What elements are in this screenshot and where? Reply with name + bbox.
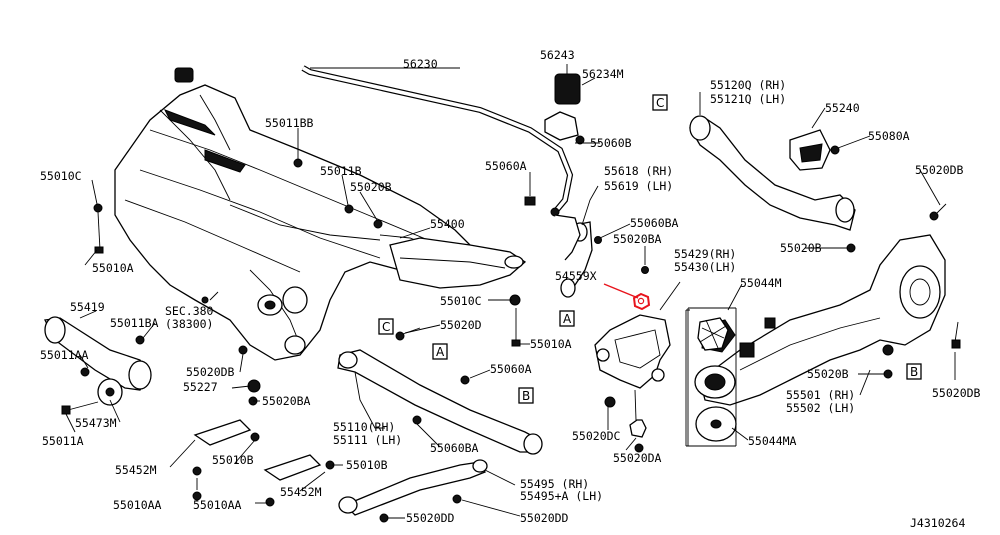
label-55020da: 55020DA [613,451,662,465]
label-56234m: 56234M [582,67,624,81]
ref-box-b-low [518,387,534,404]
label-55080a: 55080A [868,129,910,143]
label-55502: 55502 (LH) [786,401,855,415]
knuckle-bracket-drawing [594,314,671,438]
label-55011ba: 55011BA [110,316,159,330]
label-55020b-lower: 55020B [807,367,849,381]
label-55240: 55240 [825,101,860,115]
label-55044ma: 55044MA [748,434,797,448]
label-55110: 55110(RH) [333,420,395,434]
label-55010b-left: 55010B [212,453,254,467]
label-55010a-left: 55010A [92,261,134,275]
label-55060b: 55060B [590,136,632,150]
bushing-group-box [687,307,737,447]
label-55501: 55501 (RH) [786,388,855,402]
ref-letter-b-low: B [522,389,530,403]
rear-subframe-drawing [114,67,527,361]
label-55429: 55429(RH) [674,247,736,261]
label-55020b-right: 55020B [780,241,822,255]
label-55010c-mid: 55010C [440,294,482,308]
label-sec380: SEC.380 [165,304,214,318]
lower-links-drawing [44,214,581,516]
label-55400: 55400 [430,217,465,231]
label-55227: 55227 [183,380,218,394]
ref-letter-c-mid: C [382,320,390,334]
fasteners [61,158,961,523]
label-55495: 55495 (RH) [520,477,589,491]
label-55452m-mid: 55452M [280,485,322,499]
label-sec380-ref: (38300) [165,317,213,331]
label-55060ba-low: 55060BA [430,441,479,455]
label-55495a: 55495+A (LH) [520,489,603,503]
label-55419: 55419 [70,300,105,314]
label-55111: 55111 (LH) [333,433,402,447]
ref-box-b-right [906,363,922,380]
label-55619: 55619 (LH) [604,179,673,193]
label-55011a: 55011A [42,434,84,448]
label-55121q: 55121Q (LH) [710,92,786,106]
ref-letter-c-top: C [656,96,664,110]
label-55060ba: 55060BA [630,216,679,230]
label-55020d: 55020D [440,318,482,332]
leader-lines [65,64,956,519]
ref-box-c-mid [378,318,394,335]
upper-arm-drawing [689,115,856,231]
highlighted-part-54559X[interactable] [603,283,651,311]
ref-letter-a-low: A [436,345,445,359]
label-55044m: 55044M [740,276,782,290]
label-55020dc: 55020DC [572,429,621,443]
label-55010a-mid: 55010A [530,337,572,351]
label-55473m: 55473M [75,416,117,430]
ref-box-a-mid [559,310,575,327]
label-55020ba-left: 55020BA [262,394,311,408]
label-55011b: 55011B [320,164,362,178]
stabilizer-bar-drawing [301,65,649,298]
mount-bushing-icon [174,67,194,83]
ref-letter-a-mid: A [563,312,572,326]
label-55010aa-a: 55010AA [113,498,162,512]
knuckle-lower-arm-drawing [694,234,946,442]
diagram-id: J4310264 [910,516,965,530]
label-55010c-left: 55010C [40,169,82,183]
label-55010aa-b: 55010AA [193,498,242,512]
label-55010b-mid: 55010B [346,458,388,472]
ref-letter-b-right: B [910,365,918,379]
label-55020b-top: 55020B [350,180,392,194]
ref-box-a-low [432,343,448,360]
label-55020ba-mid: 55020BA [613,232,662,246]
label-55020dd-a: 55020DD [406,511,455,525]
label-55060a-low: 55060A [490,362,532,376]
label-55020db-br: 55020DB [932,386,981,400]
label-54559x: 54559X [555,269,597,283]
label-55120q: 55120Q (RH) [710,78,786,92]
ref-box-c-top [652,94,668,111]
label-55020dd-b: 55020DD [520,511,569,525]
label-55430: 55430(LH) [674,260,736,274]
reference-boxes: C A C A B B [378,94,922,404]
label-55060a-top: 55060A [485,159,527,173]
highlight-leader-line [603,283,639,299]
label-55020db-left: 55020DB [186,365,235,379]
part-labels: 56230 56243 56234M 55060B 55060A 55618 (… [40,48,981,530]
label-56230: 56230 [403,57,438,71]
label-55011aa: 55011AA [40,348,89,362]
label-55011bb: 55011BB [265,116,314,130]
label-55452m-left: 55452M [115,463,157,477]
label-55618: 55618 (RH) [604,164,673,178]
label-55020db-right: 55020DB [915,163,964,177]
label-56243: 56243 [540,48,575,62]
highlight-nut-icon [632,292,651,311]
